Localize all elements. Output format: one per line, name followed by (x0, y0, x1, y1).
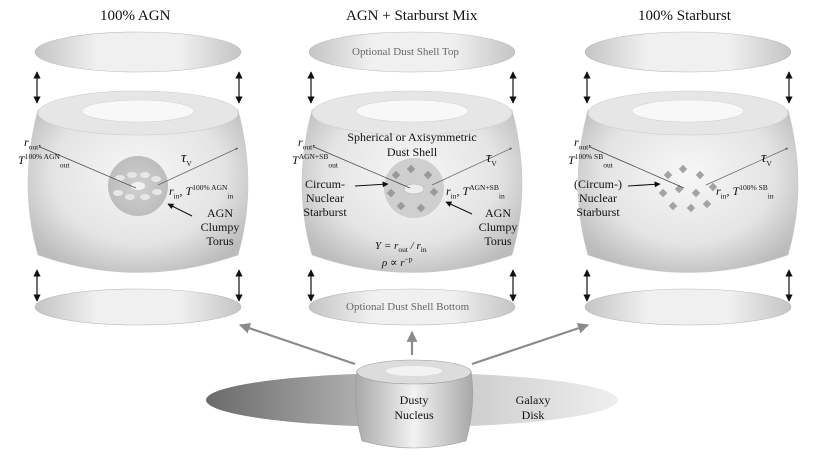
tau-v-label: τV (761, 150, 772, 168)
galaxy-group (206, 322, 618, 449)
starburst-pointer (354, 181, 389, 188)
dust-shell-opening (631, 99, 745, 123)
starburst-label: (Circum-) Nuclear Starburst (574, 177, 622, 219)
rho-equation: ρ ∝ r−p (382, 254, 413, 269)
panel-title-agn: 100% AGN (100, 8, 171, 24)
top-shell-cap (308, 31, 516, 73)
top-shell-cap (34, 31, 242, 73)
top-shell-cap (584, 31, 792, 73)
dust-shell-opening (81, 99, 195, 123)
panel-mix (301, 31, 523, 326)
panel-title-mix: AGN + Starburst Mix (346, 8, 478, 24)
r-out-label: rout, (574, 135, 592, 152)
r-out-line (313, 146, 411, 189)
dust-shell-label: Spherical or Axisymmetric Dust Shell (347, 130, 477, 159)
r-out-line (39, 146, 137, 189)
tau-v-label: τV (181, 150, 192, 168)
y-equation: Y = rout / rin (375, 240, 427, 255)
t-out-label: T100% SBout (568, 152, 613, 170)
feed-arrow-right (471, 322, 590, 366)
r-in-t-in-label: rin, TAGN+SBin (446, 183, 505, 201)
dust-shell-opening (355, 99, 469, 123)
dusty-nucleus-label: Dusty Nucleus (394, 393, 434, 422)
bottom-shell-cap (34, 288, 242, 326)
feed-arrow-left (238, 322, 356, 366)
panel-starburst (577, 31, 799, 326)
bottom-shell-cap (584, 288, 792, 326)
r-out-label: rout, (24, 135, 42, 152)
tau-line (705, 147, 789, 186)
bottom-shell-label: Optional Dust Shell Bottom (346, 301, 470, 313)
t-out-label: T100% AGNout (18, 152, 70, 170)
panel-title-starburst: 100% Starburst (638, 8, 731, 24)
starburst-pointer (627, 181, 661, 188)
top-shell-label: Optional Dust Shell Top (352, 46, 459, 58)
agn-torus-core (403, 183, 425, 195)
torus-pointer (445, 201, 473, 215)
r-out-line (589, 146, 685, 189)
starburst-clusters (386, 164, 439, 213)
t-out-label: TAGN+SBout (292, 152, 338, 170)
galaxy-disk-label: Galaxy Disk (515, 393, 551, 422)
torus-label: AGN Clumpy Torus (478, 206, 518, 248)
starburst-label: Circum- Nuclear Starburst (303, 177, 347, 219)
bottom-shell-cap (308, 288, 516, 326)
tau-v-label: τV (486, 150, 497, 168)
torus-pointer (167, 203, 193, 217)
r-out-label: rout, (298, 135, 316, 152)
tau-line (431, 147, 513, 186)
r-in-t-in-label: rin, T100% SBin (716, 183, 774, 201)
nucleus-opening (386, 366, 442, 376)
torus-label: AGN Clumpy Torus (200, 206, 240, 248)
tau-line (157, 147, 239, 186)
torus-clumps (113, 172, 162, 200)
panel-agn (27, 31, 249, 326)
r-in-t-in-label: rin, T100% AGNin (169, 183, 234, 201)
